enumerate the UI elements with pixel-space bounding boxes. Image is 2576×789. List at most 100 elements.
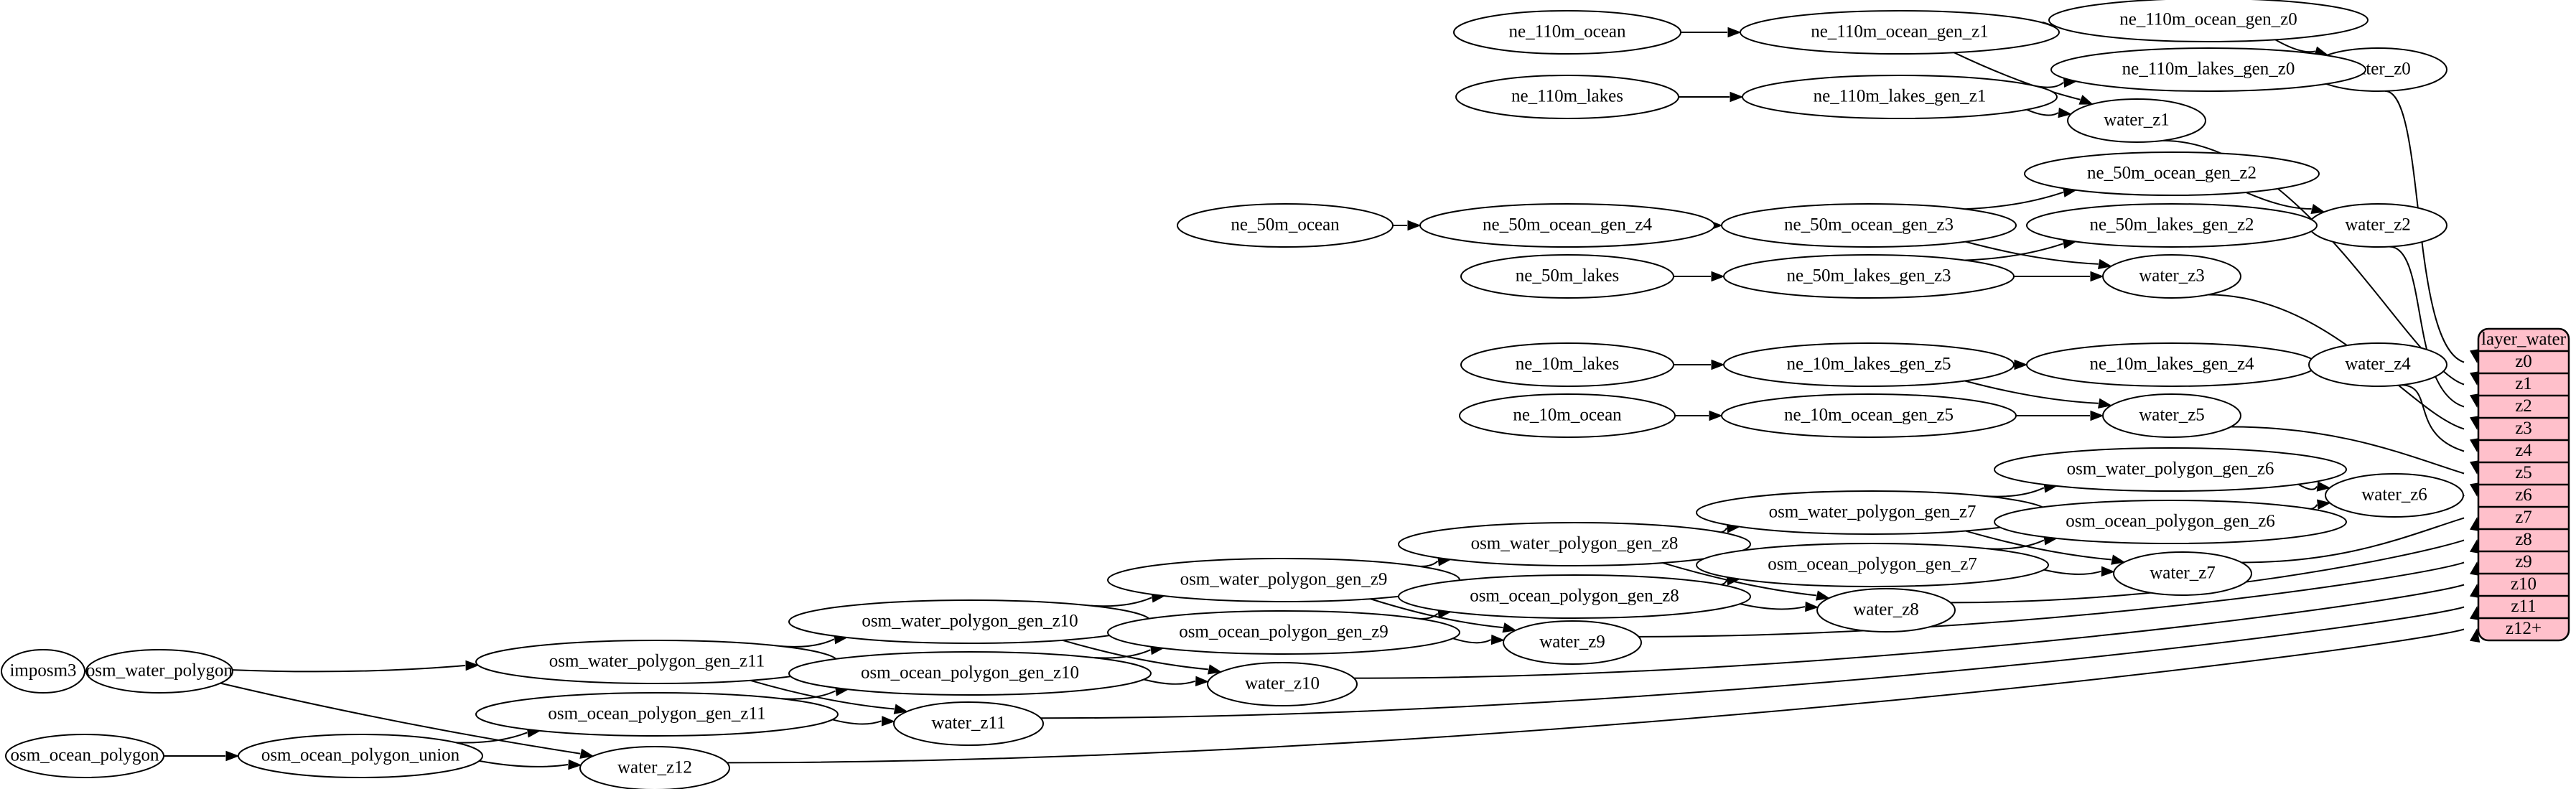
node-ne_50m_lakes_gen_z2[interactable]: ne_50m_lakes_gen_z2 bbox=[2026, 203, 2318, 248]
node-ne_110m_ocean[interactable]: ne_110m_ocean bbox=[1453, 10, 1681, 55]
node-water_z3[interactable]: water_z3 bbox=[2102, 254, 2241, 299]
node-ne_110m_lakes[interactable]: ne_110m_lakes bbox=[1455, 75, 1679, 119]
node-shape[interactable] bbox=[788, 651, 1152, 696]
node-ne_10m_ocean_gen_z5[interactable]: ne_10m_ocean_gen_z5 bbox=[1721, 393, 2017, 438]
node-osm_water_polygon[interactable]: osm_water_polygon bbox=[85, 649, 233, 694]
node-osm_ocean_polygon[interactable]: osm_ocean_polygon bbox=[5, 734, 164, 778]
node-osm_ocean_polygon_gen_z10[interactable]: osm_ocean_polygon_gen_z10 bbox=[788, 651, 1152, 696]
node-shape[interactable] bbox=[5, 734, 164, 778]
node-shape[interactable] bbox=[1742, 75, 2058, 119]
node-ne_110m_lakes_gen_z0[interactable]: ne_110m_lakes_gen_z0 bbox=[2050, 47, 2366, 92]
table-row-z4[interactable] bbox=[2478, 440, 2569, 462]
table-row-z0[interactable] bbox=[2478, 351, 2569, 373]
node-osm_ocean_polygon_gen_z8[interactable]: osm_ocean_polygon_gen_z8 bbox=[1398, 574, 1751, 619]
node-shape[interactable] bbox=[1460, 254, 1674, 299]
node-shape[interactable] bbox=[1398, 574, 1751, 619]
node-osm_water_polygon_gen_z11[interactable]: osm_water_polygon_gen_z11 bbox=[475, 640, 839, 684]
node-osm_water_polygon_gen_z10[interactable]: osm_water_polygon_gen_z10 bbox=[788, 599, 1152, 644]
node-ne_50m_ocean_gen_z4[interactable]: ne_50m_ocean_gen_z4 bbox=[1419, 203, 1715, 248]
node-shape[interactable] bbox=[893, 701, 1044, 746]
node-ne_110m_ocean_gen_z0[interactable]: ne_110m_ocean_gen_z0 bbox=[2048, 0, 2369, 42]
node-ne_110m_lakes_gen_z1[interactable]: ne_110m_lakes_gen_z1 bbox=[1742, 75, 2058, 119]
edge-line bbox=[2274, 39, 2315, 53]
node-ne_50m_ocean_gen_z2[interactable]: ne_50m_ocean_gen_z2 bbox=[2024, 151, 2320, 196]
node-shape[interactable] bbox=[1740, 10, 2060, 55]
node-shape[interactable] bbox=[1460, 342, 1674, 387]
node-ne_50m_lakes[interactable]: ne_50m_lakes bbox=[1460, 254, 1674, 299]
node-osm_ocean_polygon_gen_z7[interactable]: osm_ocean_polygon_gen_z7 bbox=[1696, 543, 2049, 587]
node-shape[interactable] bbox=[2325, 473, 2464, 518]
table-row-z9[interactable] bbox=[2478, 551, 2569, 574]
node-shape[interactable] bbox=[475, 692, 839, 737]
node-water_z6[interactable]: water_z6 bbox=[2325, 473, 2464, 518]
node-shape[interactable] bbox=[1994, 500, 2347, 544]
node-water_z10[interactable]: water_z10 bbox=[1207, 662, 1358, 706]
node-shape[interactable] bbox=[1455, 75, 1679, 119]
node-shape[interactable] bbox=[1398, 522, 1751, 566]
table-row-z7[interactable] bbox=[2478, 507, 2569, 529]
node-shape[interactable] bbox=[1453, 10, 1681, 55]
node-ne_50m_ocean[interactable]: ne_50m_ocean bbox=[1177, 203, 1394, 248]
node-ne_110m_ocean_gen_z1[interactable]: ne_110m_ocean_gen_z1 bbox=[1740, 10, 2060, 55]
node-shape[interactable] bbox=[1816, 588, 1956, 632]
node-ne_10m_lakes[interactable]: ne_10m_lakes bbox=[1460, 342, 1674, 387]
node-shape[interactable] bbox=[2102, 254, 2241, 299]
node-ne_10m_ocean[interactable]: ne_10m_ocean bbox=[1459, 393, 1676, 438]
node-water_z2[interactable]: water_z2 bbox=[2308, 203, 2447, 248]
table-row-z3[interactable] bbox=[2478, 418, 2569, 440]
node-shape[interactable] bbox=[1723, 254, 2015, 299]
node-shape[interactable] bbox=[2050, 47, 2366, 92]
table-row-z12+[interactable] bbox=[2478, 618, 2569, 640]
node-shape[interactable] bbox=[2308, 342, 2447, 387]
node-shape[interactable] bbox=[1503, 620, 1642, 665]
node-shape[interactable] bbox=[579, 746, 730, 789]
node-shape[interactable] bbox=[2026, 203, 2318, 248]
node-water_z8[interactable]: water_z8 bbox=[1816, 588, 1956, 632]
node-osm_ocean_polygon_gen_z6[interactable]: osm_ocean_polygon_gen_z6 bbox=[1994, 500, 2347, 544]
node-osm_ocean_polygon_gen_z11[interactable]: osm_ocean_polygon_gen_z11 bbox=[475, 692, 839, 737]
node-shape[interactable] bbox=[1721, 203, 2017, 248]
node-water_z11[interactable]: water_z11 bbox=[893, 701, 1044, 746]
node-osm_water_polygon_gen_z8[interactable]: osm_water_polygon_gen_z8 bbox=[1398, 522, 1751, 566]
node-imposm3[interactable]: imposm3 bbox=[1, 649, 85, 694]
table-row-z8[interactable] bbox=[2478, 529, 2569, 551]
node-water_z5[interactable]: water_z5 bbox=[2102, 393, 2241, 438]
node-shape[interactable] bbox=[1, 649, 85, 694]
node-shape[interactable] bbox=[1107, 610, 1460, 655]
node-shape[interactable] bbox=[1459, 393, 1676, 438]
table-row-z5[interactable] bbox=[2478, 462, 2569, 485]
node-shape[interactable] bbox=[1696, 543, 2049, 587]
table-row-z1[interactable] bbox=[2478, 373, 2569, 396]
edge-line bbox=[2241, 517, 2465, 564]
node-ne_50m_lakes_gen_z3[interactable]: ne_50m_lakes_gen_z3 bbox=[1723, 254, 2015, 299]
node-shape[interactable] bbox=[238, 734, 483, 778]
table-row-z11[interactable] bbox=[2478, 596, 2569, 618]
node-shape[interactable] bbox=[1207, 662, 1358, 706]
node-water_z9[interactable]: water_z9 bbox=[1503, 620, 1642, 665]
node-water_z4[interactable]: water_z4 bbox=[2308, 342, 2447, 387]
node-shape[interactable] bbox=[2113, 551, 2252, 596]
node-shape[interactable] bbox=[2067, 98, 2206, 143]
table-row-z6[interactable] bbox=[2478, 485, 2569, 507]
node-osm_ocean_polygon_gen_z9[interactable]: osm_ocean_polygon_gen_z9 bbox=[1107, 610, 1460, 655]
node-shape[interactable] bbox=[1419, 203, 1715, 248]
node-shape[interactable] bbox=[1721, 393, 2017, 438]
node-shape[interactable] bbox=[2048, 0, 2369, 42]
node-osm_water_polygon_gen_z6[interactable]: osm_water_polygon_gen_z6 bbox=[1994, 447, 2347, 492]
node-water_z7[interactable]: water_z7 bbox=[2113, 551, 2252, 596]
node-shape[interactable] bbox=[85, 649, 233, 694]
node-shape[interactable] bbox=[1723, 342, 2015, 387]
node-ne_10m_lakes_gen_z4[interactable]: ne_10m_lakes_gen_z4 bbox=[2026, 342, 2318, 387]
node-ne_50m_ocean_gen_z3[interactable]: ne_50m_ocean_gen_z3 bbox=[1721, 203, 2017, 248]
table-row-z2[interactable] bbox=[2478, 396, 2569, 418]
node-shape[interactable] bbox=[1177, 203, 1394, 248]
node-shape[interactable] bbox=[2102, 393, 2241, 438]
table-row-z10[interactable] bbox=[2478, 574, 2569, 596]
node-osm_ocean_polygon_union[interactable]: osm_ocean_polygon_union bbox=[238, 734, 483, 778]
node-osm_water_polygon_gen_z7[interactable]: osm_water_polygon_gen_z7 bbox=[1696, 490, 2049, 535]
node-water_z1[interactable]: water_z1 bbox=[2067, 98, 2206, 143]
node-ne_10m_lakes_gen_z5[interactable]: ne_10m_lakes_gen_z5 bbox=[1723, 342, 2015, 387]
node-shape[interactable] bbox=[2024, 151, 2320, 196]
node-shape[interactable] bbox=[1994, 447, 2347, 492]
node-water_z12[interactable]: water_z12 bbox=[579, 746, 730, 789]
